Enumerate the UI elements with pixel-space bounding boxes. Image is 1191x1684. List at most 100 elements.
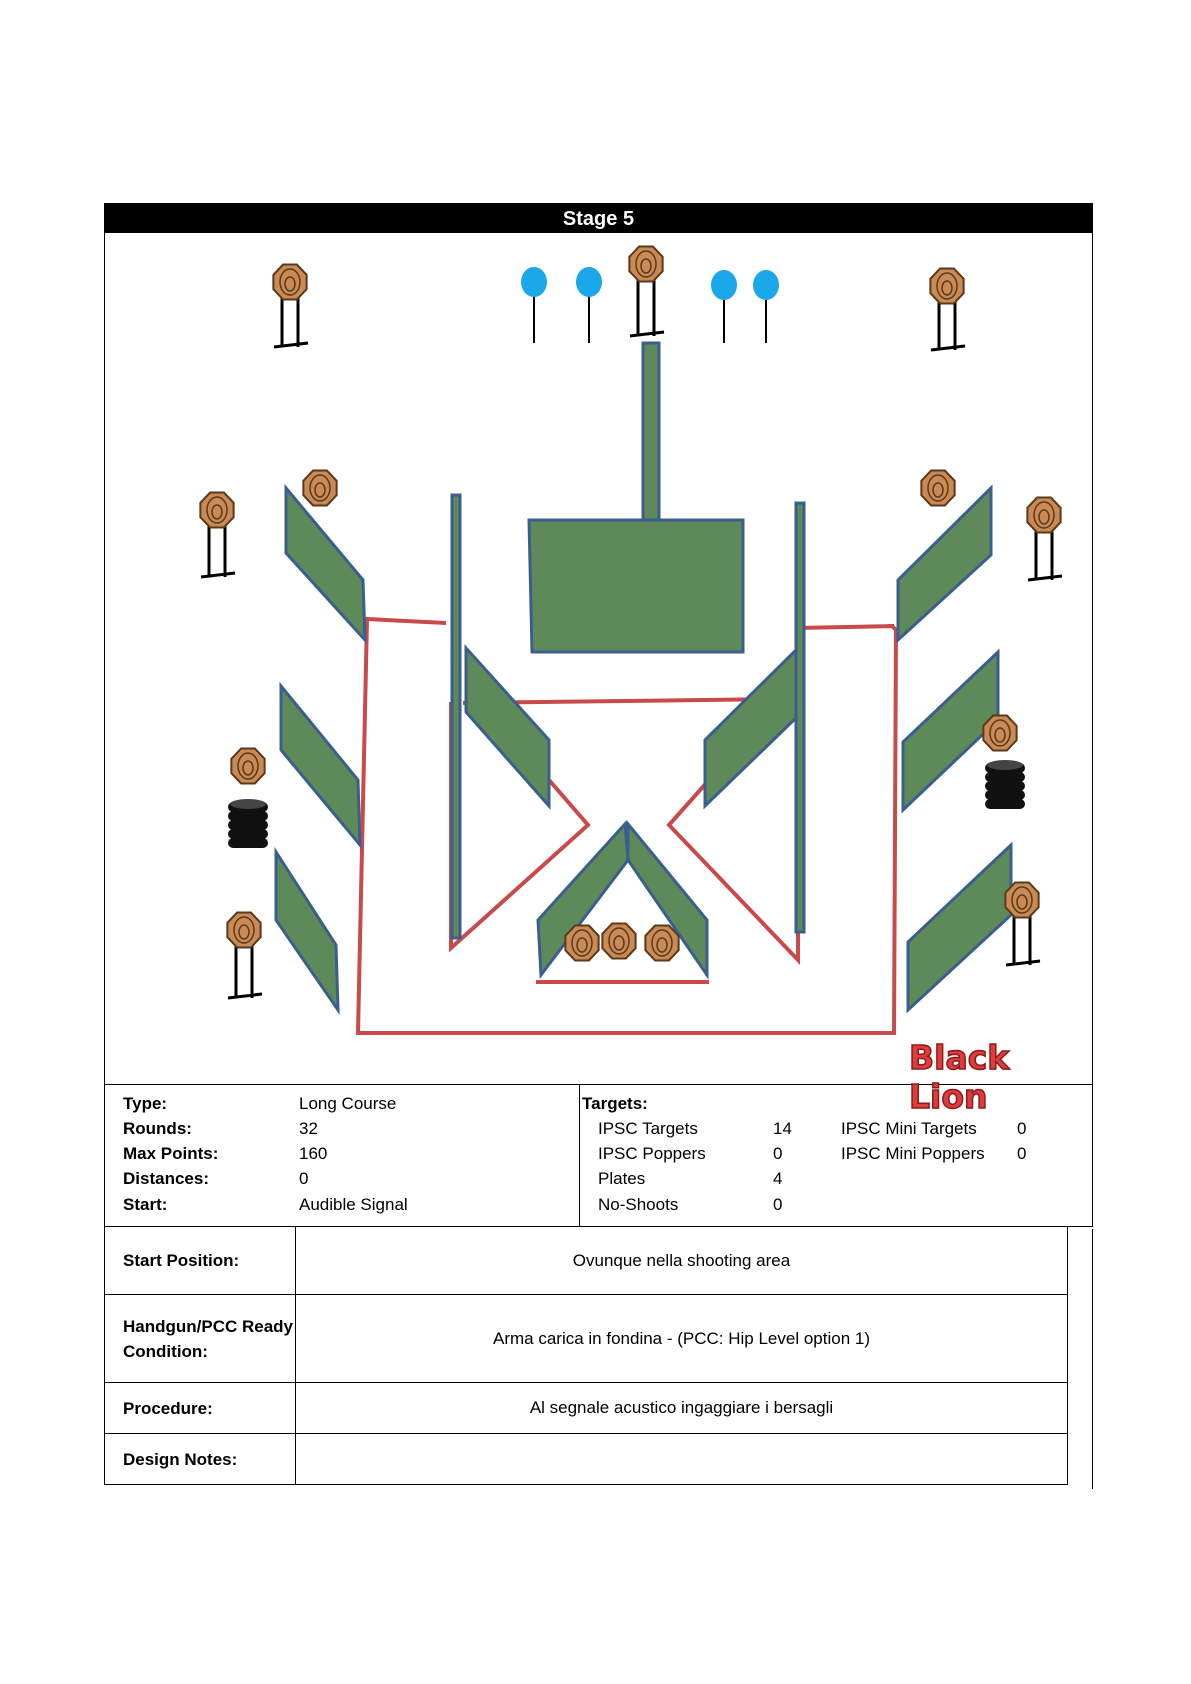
target-right-barrel-ring-outer <box>989 719 1011 747</box>
barrels-right-top <box>987 760 1023 770</box>
target-left-1-ring-inner <box>211 504 223 520</box>
ready-condition-value: Arma carica in fondina - (PCC: Hip Level… <box>493 1328 870 1348</box>
target-bottom-2-ring-inner <box>613 935 625 951</box>
target-left-2-ring-outer <box>233 916 255 944</box>
barrels-left-top <box>230 799 266 809</box>
stand-left-2-base <box>227 992 263 1000</box>
target-bottom-3-ring-inner <box>656 937 668 953</box>
procedure-row: Procedure: Al segnale acustico ingaggiar… <box>104 1383 1068 1434</box>
rounds-label: Rounds: <box>123 1119 192 1138</box>
stage-layout-svg <box>199 245 1063 1035</box>
design-notes-value <box>296 1434 1067 1484</box>
target-bottom-1 <box>564 924 600 962</box>
target-top-center-ring-outer <box>635 250 657 278</box>
stand-right-1-base <box>1027 574 1063 582</box>
stage-sheet: Stage 5 Black Lion Type: Long Course Rou… <box>104 203 1093 1489</box>
ready-condition-label-line-1: Handgun/PCC Ready <box>123 1316 294 1336</box>
procedure-label: Procedure: <box>105 1383 296 1433</box>
plate-2 <box>576 267 602 297</box>
target-bottom-1-ring-outer <box>571 929 593 957</box>
target-left-2 <box>226 911 262 949</box>
start-position-row: Start Position: Ovunque nella shooting a… <box>104 1227 1068 1295</box>
stage-title: Stage 5 <box>104 203 1093 233</box>
barrels-left-ring-2 <box>228 820 268 830</box>
plate-1 <box>521 267 547 297</box>
max-points-label: Max Points: <box>123 1144 219 1163</box>
target-left-barrel-ring-inner <box>242 760 254 776</box>
target-right-1-ring-outer <box>1033 501 1055 529</box>
target-bottom-2 <box>601 922 637 960</box>
target-top-right-ring-inner <box>941 280 953 296</box>
target-bottom-1-ring-inner <box>576 937 588 953</box>
ipsc-mini-targets-value: 0 <box>1017 1119 1027 1138</box>
wall-top-box <box>527 518 745 654</box>
targets-heading: Targets: <box>582 1094 648 1113</box>
summary-divider <box>579 1085 580 1226</box>
stand-left-1-base <box>200 571 236 579</box>
design-notes-row: Design Notes: <box>104 1434 1068 1485</box>
target-left-upper-ring-outer <box>309 474 331 502</box>
target-left-barrel-ring-outer <box>237 752 259 780</box>
fault-line-outer <box>355 616 899 1035</box>
target-left-upper <box>302 469 338 507</box>
wall-right-1 <box>896 484 993 644</box>
target-right-1 <box>1026 496 1062 534</box>
stand-right-2-base <box>1005 959 1041 967</box>
distances-value: 0 <box>299 1169 309 1188</box>
target-right-barrel <box>982 714 1018 752</box>
stage-diagram: Black Lion <box>104 233 1093 1117</box>
plates-label: Plates <box>598 1169 646 1188</box>
plate-3 <box>711 270 737 300</box>
target-left-1-ring-outer <box>206 496 228 524</box>
wall-left-3 <box>274 846 340 1016</box>
target-right-2-ring-inner <box>1016 894 1028 910</box>
distances-label: Distances: <box>123 1169 209 1188</box>
wall-right-3 <box>906 841 1013 1014</box>
stand-top-right-base <box>930 344 966 352</box>
start-value: Audible Signal <box>299 1195 408 1214</box>
barrels-right-ring-2 <box>985 781 1025 791</box>
wall-right-2 <box>901 648 1000 814</box>
start-position-value: Ovunque nella shooting area <box>572 1250 791 1270</box>
target-bottom-2-ring-outer <box>608 927 630 955</box>
target-top-center-ring-inner <box>640 258 652 274</box>
target-right-barrel-ring-inner <box>994 727 1006 743</box>
ipsc-poppers-value: 0 <box>773 1144 783 1163</box>
target-right-upper-ring-inner <box>932 482 944 498</box>
barrels-left-ring-3 <box>228 829 268 839</box>
target-top-left-ring-outer <box>279 268 301 296</box>
design-notes-label: Design Notes: <box>105 1434 296 1484</box>
barrels-left-ring-1 <box>228 811 268 821</box>
stand-top-center-base <box>629 330 665 338</box>
target-top-left <box>272 263 308 301</box>
target-right-2 <box>1004 881 1040 919</box>
target-right-1-ring-inner <box>1038 509 1050 525</box>
wall-pole-right <box>794 501 806 934</box>
plates-value: 4 <box>773 1169 783 1188</box>
barrels-right-ring-1 <box>985 772 1025 782</box>
brand-logo: Black Lion <box>908 1037 1010 1117</box>
wall-inner-right <box>703 646 798 810</box>
target-top-right <box>929 267 965 305</box>
ipsc-targets-label: IPSC Targets <box>598 1119 698 1138</box>
ipsc-mini-targets-label: IPSC Mini Targets <box>841 1119 977 1138</box>
target-left-1 <box>199 491 235 529</box>
max-points-value: 160 <box>299 1144 328 1163</box>
ready-condition-label: Handgun/PCC Ready Condition: <box>105 1295 296 1382</box>
table-right-edge <box>1092 1229 1093 1489</box>
target-bottom-3 <box>644 924 680 962</box>
ipsc-mini-poppers-label: IPSC Mini Poppers <box>841 1144 985 1163</box>
wall-triangle-right <box>626 819 709 980</box>
wall-left-1 <box>284 483 367 645</box>
type-value: Long Course <box>299 1094 397 1113</box>
procedure-value: Al segnale acustico ingaggiare i bersagl… <box>529 1398 834 1417</box>
target-left-barrel <box>230 747 266 785</box>
wall-inner-left <box>464 644 551 810</box>
barrels-right-ring-3 <box>985 790 1025 800</box>
ready-condition-label-line-2: Condition: <box>123 1341 208 1361</box>
target-left-upper-ring-inner <box>314 482 326 498</box>
ready-condition-row: Handgun/PCC Ready Condition: Arma carica… <box>104 1295 1068 1383</box>
stand-top-left-base <box>273 341 309 349</box>
start-label: Start: <box>123 1195 168 1214</box>
start-position-label: Start Position: <box>105 1227 296 1294</box>
